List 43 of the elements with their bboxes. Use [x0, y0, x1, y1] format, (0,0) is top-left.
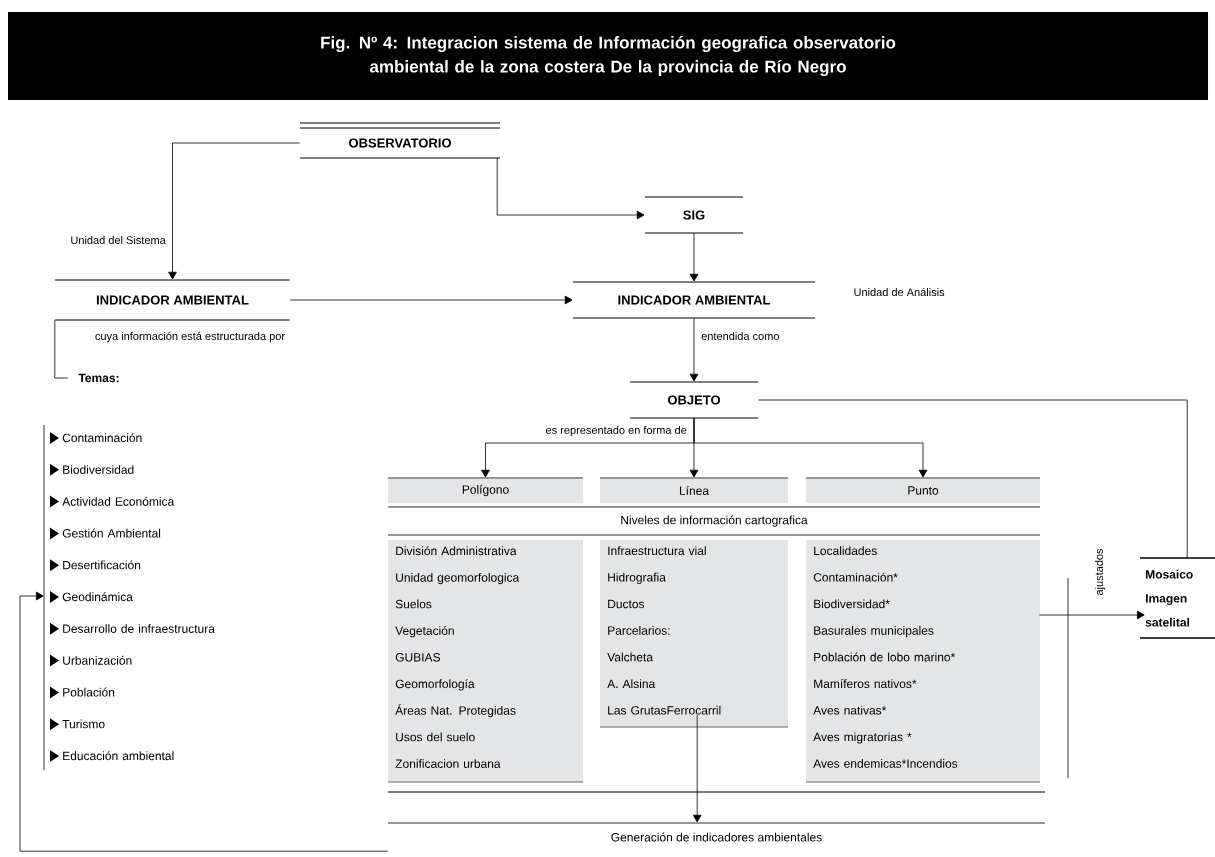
header-band: Niveles de información cartografica [387, 506, 1041, 536]
theme-heading: Temas: [78, 373, 119, 383]
layer-list: Infraestructura vial Hidrografia Ductos Parcelarios: Valcheta A. Alsina Las GrutasFerrocarril [599, 540, 789, 728]
edge-label: entendida como [700, 330, 781, 342]
edge-label: es representado en forma de [544, 424, 688, 438]
layer-list: Localidades Contaminación* Biodiversidad* Basurales municipales Población de lobo marino* Mamíferos nativos* Aves nativas* Aves migratorias * Aves endemicas*Incendios [805, 540, 1041, 783]
arrow [289, 295, 573, 305]
arrow [693, 417, 928, 478]
arrow [168, 142, 301, 280]
image-box: Mosaico Imagen satelital [1139, 557, 1215, 639]
result-box: Generación de indicadores ambientales [387, 822, 1046, 842]
node-label: Contaminación [62, 433, 142, 443]
heading-box: OBSERVATORIO [299, 122, 501, 159]
node-label: Gestión Ambiental [62, 528, 161, 538]
arrow [1039, 610, 1145, 620]
theme-list: Contaminación Biodiversidad Actividad Económica Gestión Ambiental Desertificación Geodinámica Desarrollo de infraestructura Urbanización Población Turismo Educación ambiental [43, 424, 215, 771]
arrow [19, 591, 389, 852]
node-label: Población [63, 687, 115, 697]
heading-box: OBJETO [629, 381, 759, 419]
arrow [689, 317, 699, 382]
node-label: Desertificación [63, 560, 141, 570]
heading-box: SIG [644, 196, 744, 234]
node-label: Educación ambiental [63, 751, 174, 761]
title-band: Fig. Nº 4: Integracion sistema de Información geografica observatorio ambiental de la zona costera De la provincia de Río Negro [8, 12, 1208, 100]
edge-label: ajustados [1093, 547, 1107, 597]
arrow [689, 232, 699, 282]
edge-label: cuya información está estructurada por [93, 330, 287, 344]
category-box: Polígono [387, 477, 584, 503]
edge-label: Unidad del Sistema [69, 234, 167, 246]
category-box: Línea [599, 477, 789, 503]
heading-box: INDICADOR AMBIENTAL [572, 281, 816, 319]
side-note: Unidad de Análisis [854, 287, 945, 297]
node-label: Desarrollo de infraestructura [63, 624, 215, 633]
heading-box: INDICADOR AMBIENTAL [54, 279, 291, 321]
node-label: Geodinámica [62, 592, 133, 602]
node-label: Actividad Económica [62, 496, 175, 506]
category-box: Punto [805, 477, 1041, 503]
node-label: Biodiversidad [63, 465, 134, 474]
layer-list: División Administrativa Unidad geomorfologica Suelos Vegetación GUBIAS Geomorfología Áreas Nat. Protegidas Usos del suelo Zonificacion urbana [387, 540, 584, 783]
node-label: Urbanización [63, 655, 132, 665]
arrow [692, 714, 702, 823]
node-label: Turismo [62, 719, 105, 729]
arrow [496, 157, 645, 220]
